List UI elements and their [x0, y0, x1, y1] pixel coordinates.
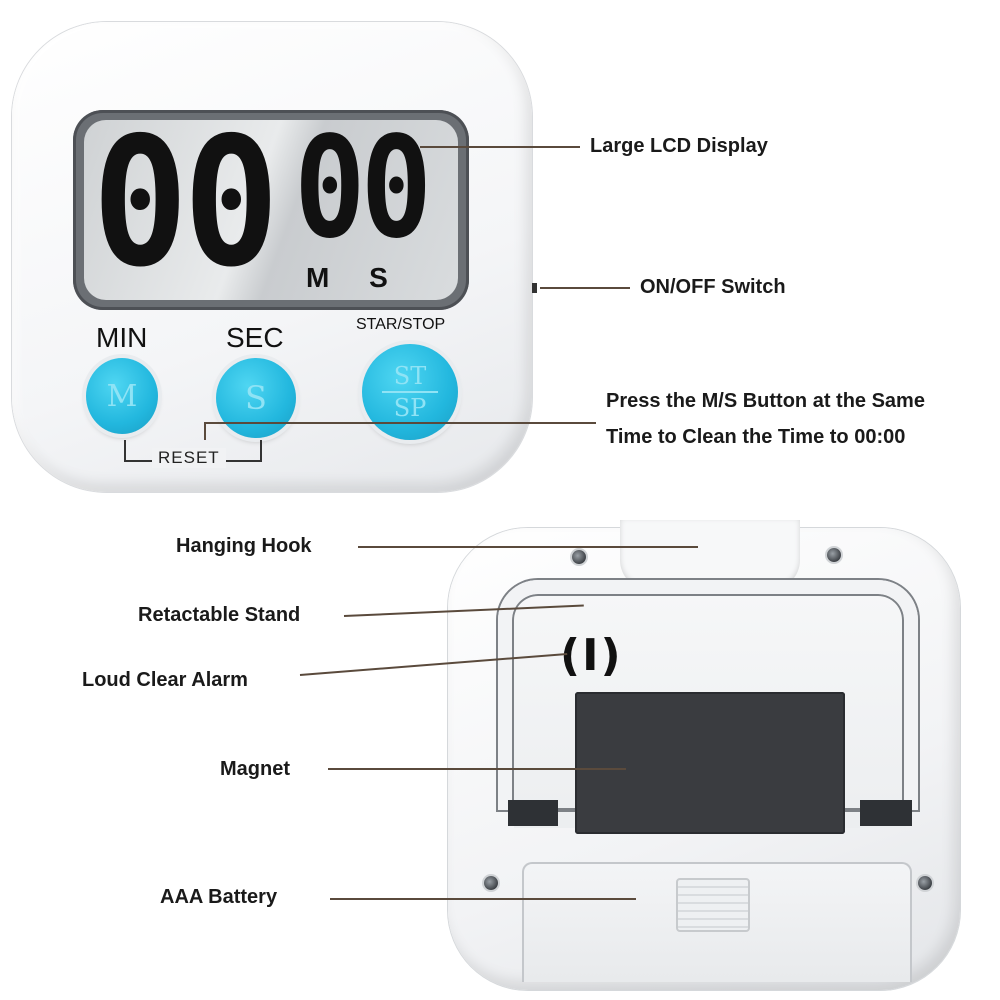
screw	[484, 876, 498, 890]
stand-leg-left	[508, 800, 558, 826]
lcd-seconds: 00	[294, 107, 432, 270]
sec-button-glyph: S	[245, 379, 267, 417]
start-stop-glyph-top: ST	[393, 362, 427, 390]
callout-large-lcd: Large LCD Display	[590, 135, 768, 157]
screw	[827, 548, 841, 562]
battery-cover-grip	[676, 878, 750, 932]
screw	[572, 550, 586, 564]
retractable-stand[interactable]	[498, 580, 918, 810]
min-label: MIN	[96, 322, 148, 353]
callout-line-press-ms-drop	[204, 422, 206, 440]
callout-line-battery	[330, 898, 636, 900]
sec-label: SEC	[226, 322, 284, 353]
lcd-minutes: 00	[92, 99, 280, 306]
lcd-units: M S	[306, 262, 404, 293]
on-off-switch[interactable]	[532, 283, 537, 293]
callout-magnet: Magnet	[220, 758, 290, 780]
callout-line-press-ms	[204, 422, 596, 424]
callout-line-hook	[358, 546, 698, 548]
start-stop-button[interactable]: ST SP	[362, 344, 458, 440]
callout-alarm: Loud Clear Alarm	[82, 669, 248, 691]
callout-press-ms-2: Time to Clean the Time to 00:00	[606, 426, 906, 448]
lcd-screen	[84, 120, 458, 300]
callout-on-off: ON/OFF Switch	[640, 276, 786, 298]
min-button[interactable]: M	[86, 358, 158, 434]
callout-hanging-hook: Hanging Hook	[176, 535, 312, 557]
stand-leg-right	[860, 800, 912, 826]
lcd-digits: 00 00	[92, 99, 452, 306]
reset-label: RESET	[152, 448, 226, 468]
min-button-glyph: M	[106, 378, 138, 414]
start-stop-glyph-bottom: SP	[393, 394, 427, 422]
screw	[918, 876, 932, 890]
alarm-speaker-icon: (I)	[560, 630, 623, 681]
callout-line-on-off	[540, 287, 630, 289]
magnet	[575, 692, 845, 834]
callout-line-magnet	[328, 768, 626, 770]
callout-press-ms-1: Press the M/S Button at the Same	[606, 390, 925, 412]
callout-stand: Retactable Stand	[138, 604, 301, 626]
start-stop-divider	[382, 391, 438, 393]
callout-battery: AAA Battery	[160, 886, 278, 908]
start-stop-label: STAR/STOP	[356, 316, 446, 333]
callout-line-lcd	[420, 146, 580, 148]
hanging-hook	[620, 520, 800, 590]
sec-button[interactable]: S	[216, 358, 296, 438]
